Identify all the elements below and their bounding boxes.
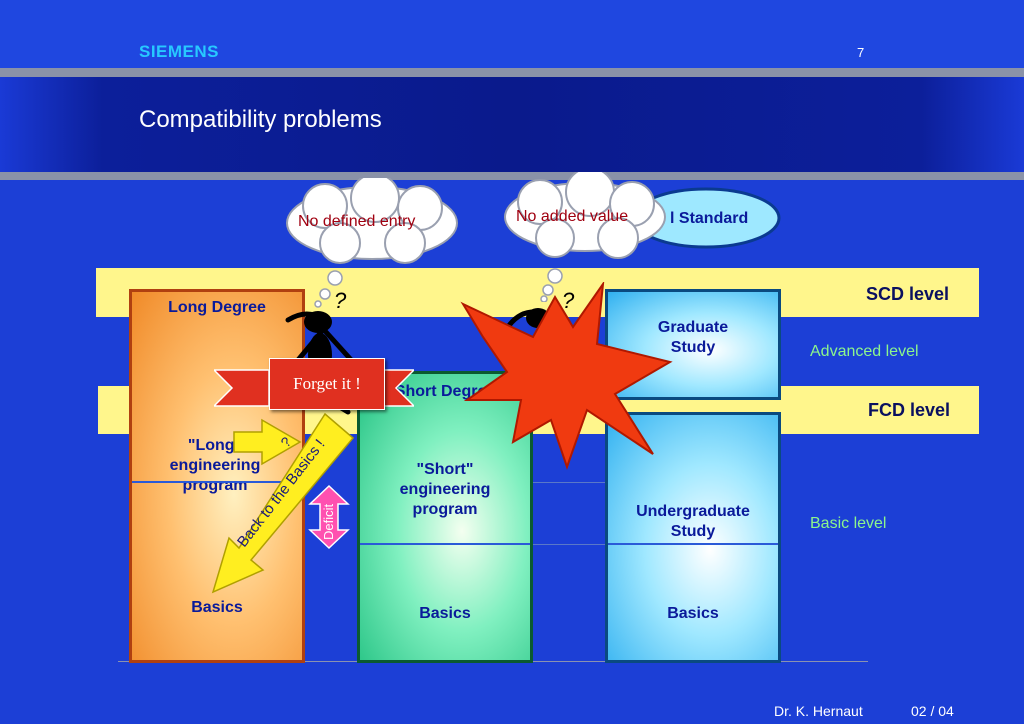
short-basics-divider bbox=[360, 543, 530, 545]
back-to-basics-arrow-icon bbox=[211, 412, 355, 594]
short-degree-heading: Short Degree bbox=[394, 383, 496, 400]
scd-level-label: SCD level bbox=[866, 284, 950, 304]
undergraduate-column bbox=[605, 412, 781, 663]
page-number: 7 bbox=[857, 45, 865, 60]
basic-level-label: Basic level bbox=[810, 515, 887, 532]
grad-basics-label: Basics bbox=[667, 605, 719, 622]
no-added-value-text: No added value bbox=[516, 208, 629, 225]
long-degree-heading: Long Degree bbox=[168, 299, 266, 316]
forget-it-banner: Forget it ! bbox=[269, 358, 385, 410]
explosion-star-icon bbox=[460, 282, 673, 471]
fcd-level-label: FCD level bbox=[868, 400, 951, 420]
no-defined-entry-text: No defined entry bbox=[298, 213, 416, 230]
gridline-fcd bbox=[533, 482, 605, 483]
header-rule-top bbox=[0, 68, 1024, 77]
graduate-study-label: Graduate Study bbox=[657, 319, 729, 356]
header-rule-bottom bbox=[0, 172, 1024, 180]
thought-cloud-right bbox=[504, 172, 666, 302]
question-mark-left: ? bbox=[334, 288, 347, 313]
top-bar bbox=[0, 0, 1024, 68]
slide-title: Compatibility problems bbox=[139, 106, 382, 133]
deficit-double-arrow-icon bbox=[308, 484, 350, 550]
siemens-logo: SIEMENS bbox=[139, 42, 220, 61]
gridline-basics bbox=[533, 544, 605, 545]
undergraduate-label: Undergraduate Study bbox=[636, 503, 750, 540]
standard-label: l Standard bbox=[670, 210, 749, 227]
short-degree-column bbox=[357, 371, 533, 663]
long-basics-label: Basics bbox=[191, 599, 243, 616]
advanced-level-label: Advanced level bbox=[810, 343, 919, 360]
question-arrow-icon bbox=[233, 418, 302, 466]
grad-basics-divider bbox=[608, 543, 778, 545]
thought-cloud-left bbox=[286, 178, 458, 308]
footer-author: Dr. K. Hernaut bbox=[774, 703, 863, 719]
long-basics-divider bbox=[132, 481, 302, 483]
footer-date: 02 / 04 bbox=[911, 703, 954, 719]
short-basics-label: Basics bbox=[419, 605, 471, 622]
title-band bbox=[0, 77, 1024, 173]
question-mark-right: ? bbox=[562, 288, 575, 313]
long-degree-column bbox=[129, 289, 305, 663]
short-program-label: "Short" engineering program bbox=[399, 461, 491, 518]
